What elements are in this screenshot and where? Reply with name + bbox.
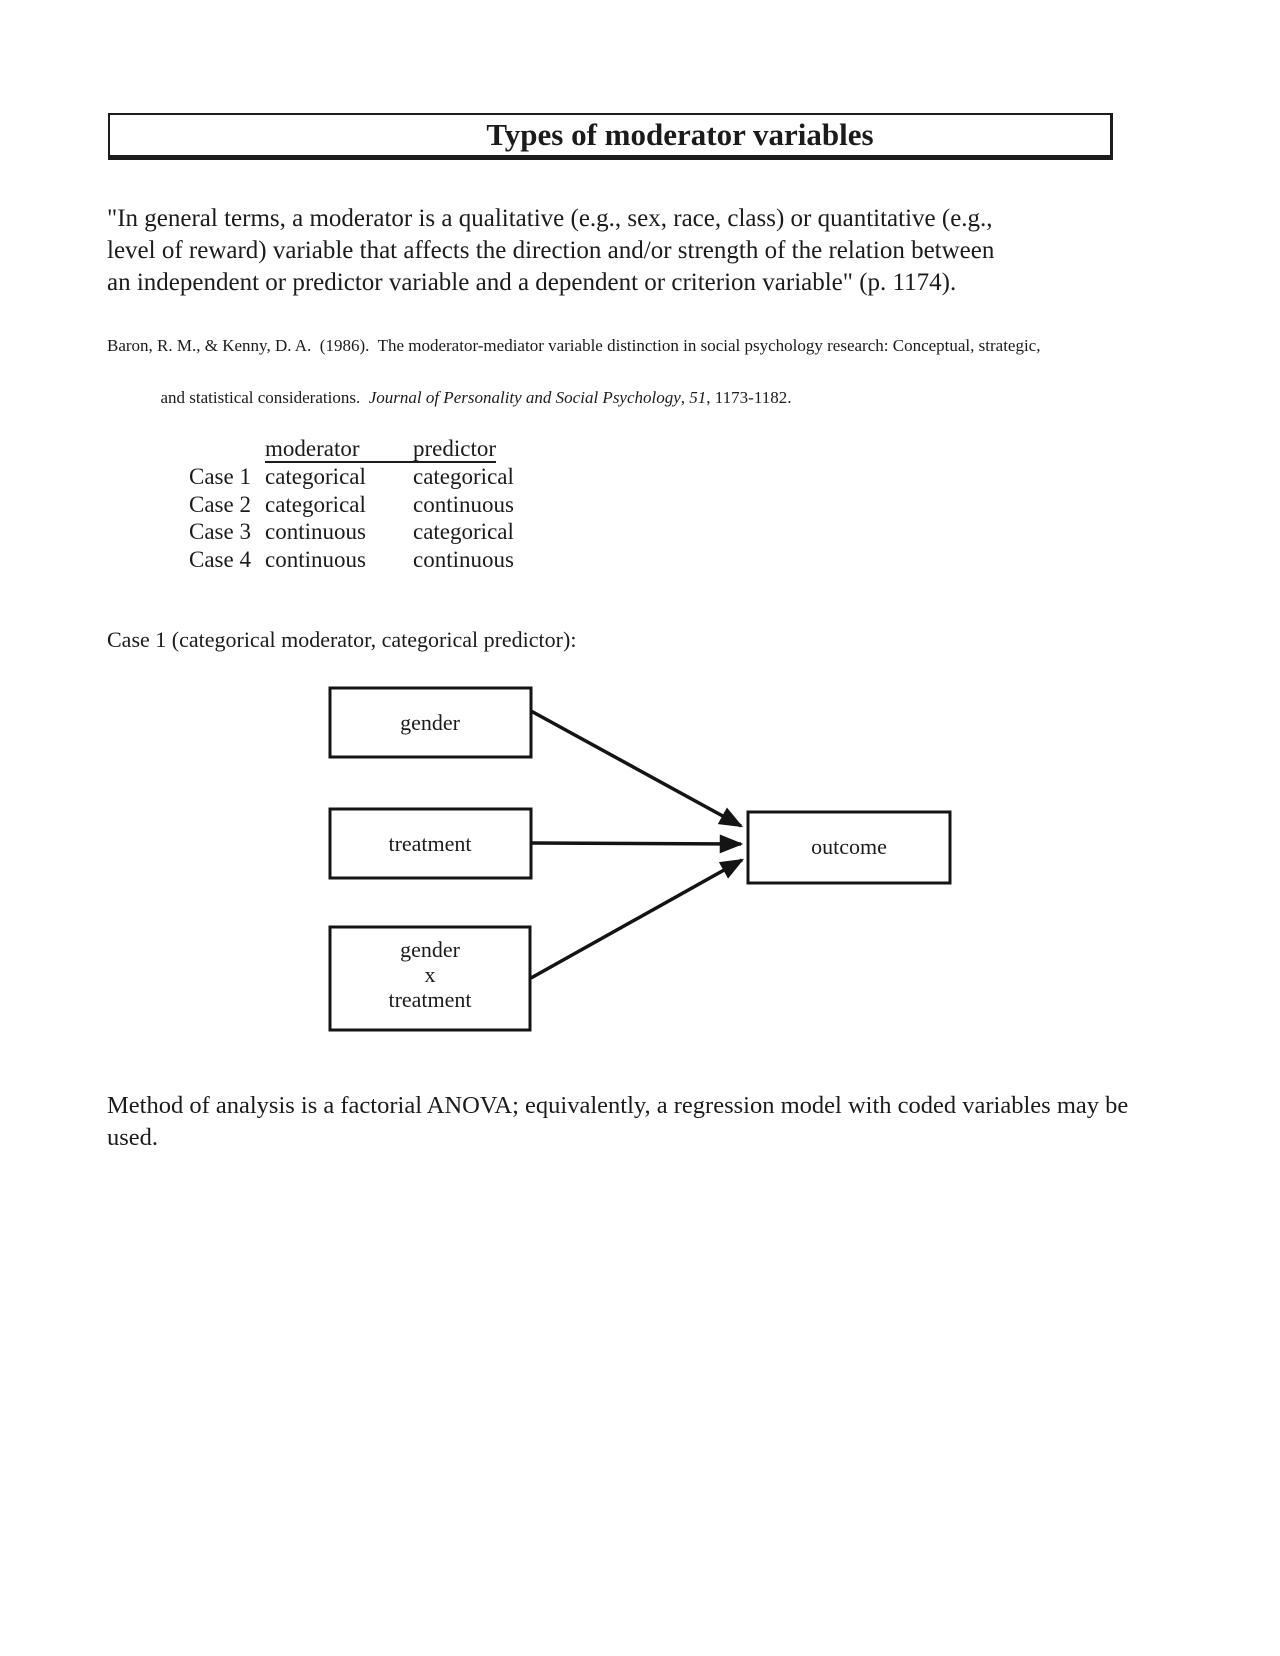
treatment-to-outcome-arrow [530,834,744,854]
table-row: Case 2 categorical continuous [189,491,514,519]
method-note: Method of analysis is a factorial ANOVA;… [107,1090,1128,1154]
case-label: Case 2 [189,491,251,517]
table-row: Case 4 continuous continuous [189,546,514,574]
predictor-value: categorical [413,464,514,489]
table-header-row: moderator predictor [189,437,514,463]
reference-citation: Baron, R. M., & Kenny, D. A. (1986). The… [107,333,1040,437]
table-row: Case 1 categorical categorical [189,463,514,491]
quote-line: an independent or predictor variable and… [107,269,957,296]
header-spacer [189,437,265,463]
title-banner: Types of moderator variables [108,113,1113,160]
moderator-value: continuous [265,546,366,572]
predictor-value: categorical [413,519,514,544]
case-label: Case 4 [189,546,251,572]
outcome-box-label: outcome [811,834,887,859]
quote-line: level of reward) variable that affects t… [107,237,995,264]
outcome-box [746,810,952,885]
gender-box [328,686,533,759]
page-title: Types of moderator variables [486,117,874,152]
table-row: Case 3 continuous categorical [189,518,514,546]
citation-line-1: Baron, R. M., & Kenny, D. A. (1986). The… [107,336,1041,355]
citation-line-2: and statistical considerations. Journal … [107,359,1040,437]
interaction-box-label-line3: treatment [388,987,471,1012]
gender-to-outcome-arrow [530,709,744,828]
journal-title: Journal of Personality and Social Psycho… [368,388,681,407]
case-label: Case 3 [189,519,251,544]
interaction-to-outcome-arrow [530,858,745,980]
moderator-value: categorical [265,491,366,517]
treatment-box-label: treatment [388,831,471,856]
method-note-line: Method of analysis is a factorial ANOVA;… [107,1092,1129,1119]
method-note-line: used. [107,1124,159,1151]
column-header-predictor: predictor [413,436,497,463]
case1-heading: Case 1 (categorical moderator, categoric… [107,627,577,652]
interaction-box [328,925,532,1032]
interaction-box-label-line1: gender [400,937,461,962]
citation-pages: , 1173-1182. [706,388,792,407]
journal-volume: 51 [689,388,707,407]
column-header-moderator: moderator [265,437,413,463]
moderator-predictor-table: moderator predictor Case 1 categorical c… [189,437,514,573]
moderator-definition-quote: "In general terms, a moderator is a qual… [107,203,994,299]
citation-separator: , [680,388,690,407]
interaction-box-label-line2: x [425,962,436,987]
predictor-value: continuous [413,491,514,517]
predictor-value: continuous [413,546,514,572]
gender-box-label: gender [400,710,461,735]
citation-text: and statistical considerations. [160,388,369,407]
moderator-value: categorical [265,464,366,489]
moderator-value: continuous [265,519,366,544]
case-label: Case 1 [189,464,251,489]
case1-path-diagram: gender treatment gender x treatment outc… [328,686,952,1032]
quote-line: "In general terms, a moderator is a qual… [107,205,993,232]
